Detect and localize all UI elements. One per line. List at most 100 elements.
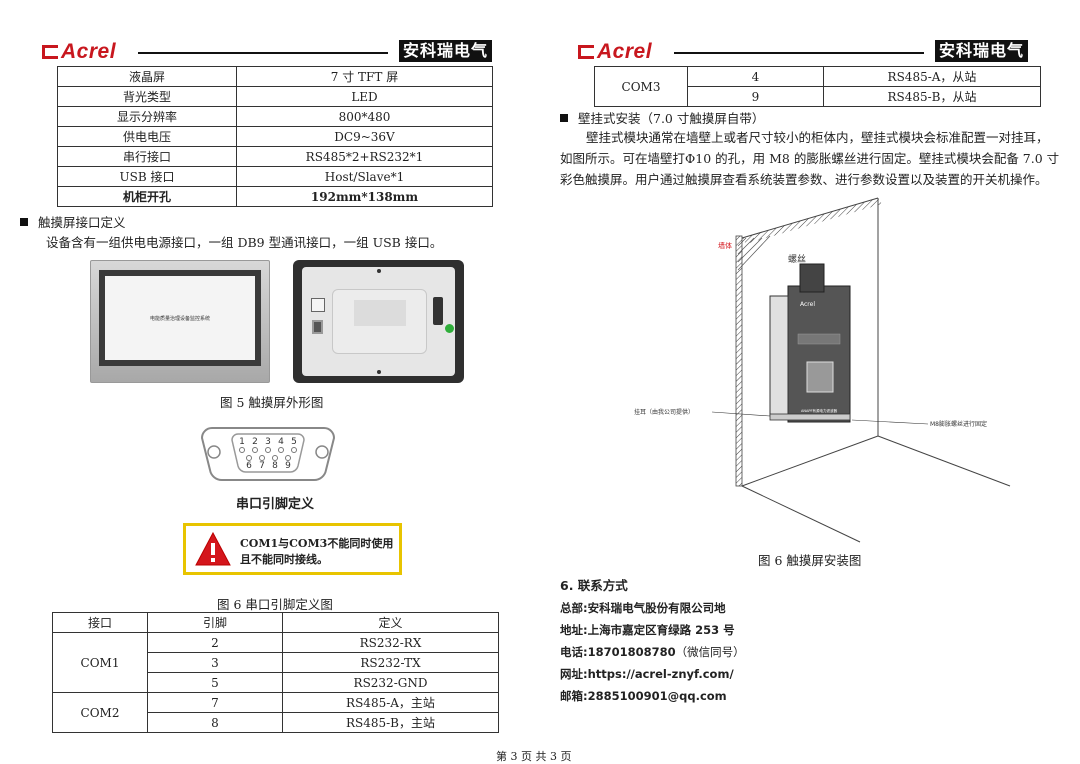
table-header: 定义 [282,612,499,633]
pin-label: 4 [278,437,284,447]
header-logo-right: Acrel 安科瑞电气 [578,40,1028,66]
section-heading-wall: 壁挂式安装（7.0 寸触摸屏自带） [560,108,764,127]
touchscreen-display: 电能质量治理设备监控系统 [99,270,261,366]
power-port-icon [311,298,325,312]
brand-cn: 安科瑞电气 [398,40,492,62]
fig6-right-caption: 图 6 触摸屏安装图 [758,553,862,568]
spec-label: 背光类型 [57,86,237,107]
pin-label: 6 [246,461,252,471]
table-row: 3 RS232-TX [53,652,499,673]
def-cell: RS485-B，从站 [823,86,1041,107]
wall-line-1: 壁挂式模块通常在墙壁上或者尺寸较小的柜体内，壁挂式模块会标准配置一对挂耳， [586,130,1049,145]
db9-port-icon [433,297,443,325]
phone-note: （微信同号） [675,645,745,659]
page-footer: 第 3 页 共 3 页 [496,750,572,763]
device-front-label [797,333,841,345]
fig5-caption: 图 5 触摸屏外形图 [220,395,324,410]
brand-name: Acrel [61,40,117,63]
def-cell: RS232-RX [282,632,499,653]
warning-box: COM1与COM3不能同时使用 且不能同时接线。 [183,523,402,575]
floor-line-3 [877,435,1011,487]
table-row: 9 RS485-B，从站 [595,86,1041,107]
spec-value: LED [236,86,493,107]
contact-heading: 6. 联系方式 [560,578,628,593]
screen-text: 电能质量治理设备监控系统 [149,315,210,322]
label-m8: M8膨胀螺丝进行固定 [930,420,987,428]
installation-diagram: Acrel ANAPF有源电力滤波器 墙体 螺丝 挂耳（由我公司提供） M8膨胀… [634,197,1011,543]
contact-phone: 电话:18701808780（微信同号） [560,645,745,659]
device-top-block [799,263,825,293]
def-cell: RS232-TX [282,652,499,673]
touchscreen-back-image [293,260,464,383]
usb-port-icon [312,320,323,334]
wall-line-3: 彩色触摸屏。用户通过触摸屏查看系统装置参数、进行参数设置以及装置的开关机操作。 [560,172,1048,187]
header-rule [138,52,388,54]
db9-connector-diagram: 1 2 3 4 5 6 7 8 9 [200,427,336,482]
header-rule [674,52,924,54]
wall-top-hatch [742,198,882,244]
spec-value: 800*480 [236,106,493,127]
com3-table: COM3 4 RS485-A，从站 9 RS485-B，从站 [594,66,1041,107]
spec-label: 串行接口 [57,146,237,167]
port-cell: COM3 [594,66,688,107]
touchscreen-front-image: 电能质量治理设备监控系统 [90,260,270,383]
device-side [769,295,789,417]
label-screw: 螺丝 [788,253,806,265]
contact-email: 邮箱:2885100901@qq.com [560,689,727,703]
pin-label: 7 [259,461,265,471]
acrel-mark-icon [42,45,58,59]
spec-label: 机柜开孔 [57,186,237,207]
floor-line-2 [741,485,861,543]
brand-logo: Acrel [578,40,652,64]
table-row: COM2 7 RS485-A，主站 [52,692,499,733]
db9-mount-hole-right [315,445,329,459]
ear-leader [711,411,771,417]
spec-value: DC9~36V [236,126,493,147]
touch-description: 设备含有一组供电电源接口，一组 DB9 型通讯接口，一组 USB 接口。 [46,235,443,250]
pin-cell: 9 [687,86,824,107]
screen-content: 电能质量治理设备监控系统 [105,276,255,360]
table-header-row: 接口 引脚 定义 [52,612,499,633]
bullet-square-icon [20,218,28,226]
acrel-mark-icon [578,45,594,59]
contact-address: 地址:上海市嘉定区育绿路 253 号 [560,623,735,637]
pin-cell: 7 [147,692,283,713]
pin-label: 3 [265,437,271,447]
wall-column [735,235,743,487]
def-cell: RS232-GND [282,672,499,693]
hanging-ear [769,413,851,421]
pin-label: 9 [285,461,291,471]
back-label-rect [354,300,406,326]
device-body [787,285,851,423]
floor-line-1 [741,435,879,487]
pin-label: 2 [252,437,258,447]
table-header: 引脚 [147,612,283,633]
section-heading-touch: 触摸屏接口定义 [20,212,126,231]
bullet-square-icon [560,114,568,122]
spec-value: 7 寸 TFT 屏 [236,66,493,87]
port-cell: COM2 [52,692,148,733]
pin-label: 5 [291,437,297,447]
db9-mount-hole-left [207,445,221,459]
label-ear: 挂耳（由我公司提供） [634,408,694,416]
warning-triangle-icon [195,531,231,566]
def-cell: RS485-B，主站 [282,712,499,733]
touchscreen-back-panel [302,267,455,376]
screw-hole-icon [377,269,381,273]
brand-logo: Acrel [42,40,116,64]
device-brand: Acrel [800,301,815,308]
table-row: COM1 2 RS232-RX [52,632,499,693]
db9-inner-shell [231,433,305,473]
contact-web: 网址:https://acrel-znyf.com/ [560,667,734,681]
pin-cell: 3 [147,652,283,673]
spec-value: Host/Slave*1 [236,166,493,187]
pin-label: 8 [272,461,278,471]
spec-value: RS485*2+RS232*1 [236,146,493,167]
table-header: 接口 [52,612,148,633]
table-row: 8 RS485-B，主站 [53,712,499,733]
screw-hole-icon [377,370,381,374]
